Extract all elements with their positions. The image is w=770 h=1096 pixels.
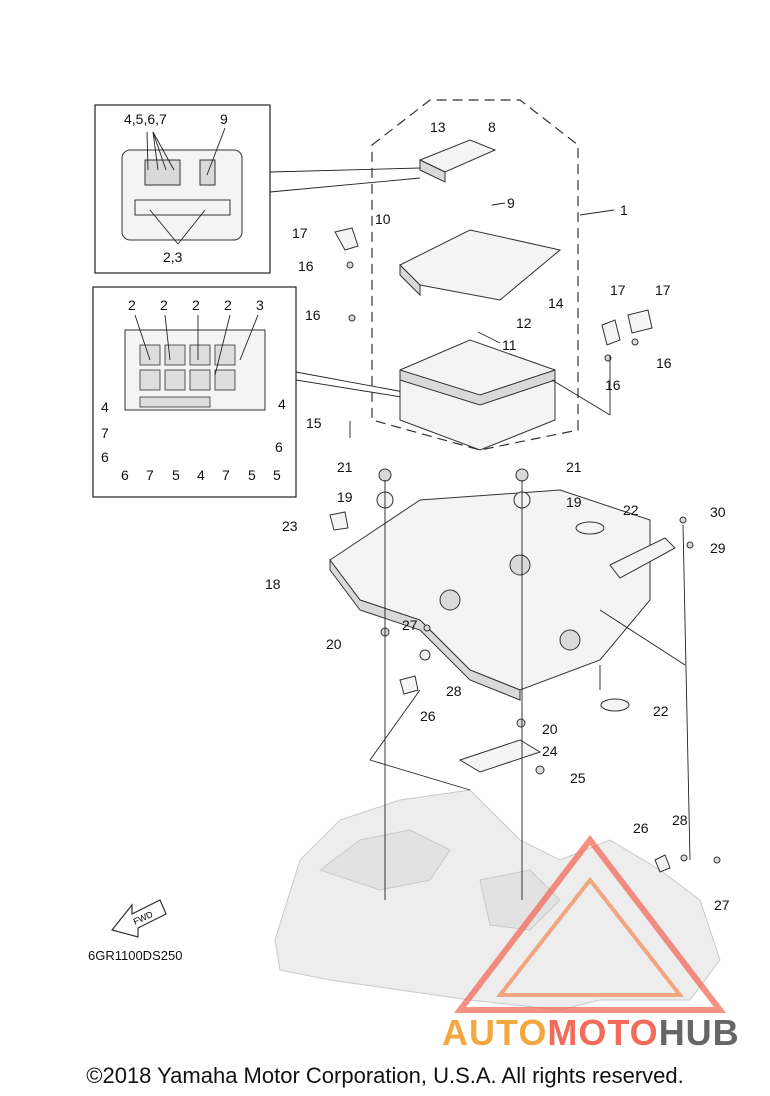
watermark-part3: HUB [658,1012,740,1053]
watermark-logo [453,835,727,1013]
callout-9b: 9 [507,195,515,211]
callout-26b: 26 [633,820,649,836]
callout-28b: 28 [672,812,688,828]
callout-11: 11 [502,337,517,353]
callout-18: 18 [265,576,281,592]
inset-fuse-box-top [94,104,421,274]
hardware-parts [329,227,721,873]
callout-19b: 19 [566,494,582,510]
callout-15: 15 [306,415,322,431]
callout-labels: 4,5,6,7 9 2,3 13 8 9 1 10 17 16 14 16 12… [101,111,730,913]
callout-16a: 16 [298,258,314,274]
detail-bottom-4: 4 [197,467,205,483]
detail-left-1: 4 [101,399,109,415]
callout-20b: 20 [542,721,558,737]
callout-21b: 21 [566,459,582,475]
callout-29: 29 [710,540,726,556]
callout-17b: 17 [610,282,626,298]
callout-27b: 27 [714,897,730,913]
callout-17c: 17 [655,282,671,298]
callout-2-3: 2,3 [163,249,183,265]
detail-bottom-7: 5 [273,467,281,483]
callout-20a: 20 [326,636,342,652]
fuse-box-assembly [371,99,579,451]
detail-left-2: 7 [101,425,109,441]
detail-top-2: 2 [160,297,168,313]
callout-22a: 22 [623,502,639,518]
detail-right-1: 4 [278,396,286,412]
fwd-arrow-icon: FWD [110,899,167,938]
callout-21a: 21 [337,459,353,475]
watermark-part2: MOTO [547,1012,659,1053]
detail-top-4: 2 [224,297,232,313]
callout-16b: 16 [305,307,321,323]
engine-ghost [274,789,721,1011]
callout-16c: 16 [656,355,672,371]
callout-4567: 4,5,6,7 [124,111,167,127]
callout-24: 24 [542,743,558,759]
callout-19a: 19 [337,489,353,505]
detail-top-3: 2 [192,297,200,313]
detail-right-2: 6 [275,439,283,455]
callout-9a: 9 [220,111,228,127]
detail-bottom-3: 5 [172,467,180,483]
callout-30: 30 [710,504,726,520]
callout-12: 12 [516,315,532,331]
detail-bottom-1: 6 [121,467,129,483]
callout-28a: 28 [446,683,462,699]
callout-8: 8 [488,119,496,135]
callout-25: 25 [570,770,586,786]
detail-top-5: 3 [256,297,264,313]
detail-bottom-2: 7 [146,467,154,483]
detail-bottom-6: 5 [248,467,256,483]
callout-1: 1 [620,202,628,218]
detail-left-3: 6 [101,449,109,465]
detail-top-1: 2 [128,297,136,313]
callout-22b: 22 [653,703,669,719]
callout-23: 23 [282,518,298,534]
diagram-code: 6GR1100DS250 [88,948,183,963]
callout-27a: 27 [402,617,418,633]
callout-17a: 17 [292,225,308,241]
copyright-notice: ©2018 Yamaha Motor Corporation, U.S.A. A… [86,1063,684,1088]
watermark-text: AUTOMOTOHUB [442,1012,740,1054]
inset-fuse-detail [92,286,421,498]
watermark-part1: AUTO [442,1012,548,1053]
leader-lines [349,202,691,900]
detail-bottom-5: 7 [222,467,230,483]
callout-26a: 26 [420,708,436,724]
battery-tray [329,489,651,701]
callout-10: 10 [375,211,391,227]
callout-16d: 16 [605,377,621,393]
callout-14: 14 [548,295,564,311]
callout-13: 13 [430,119,446,135]
